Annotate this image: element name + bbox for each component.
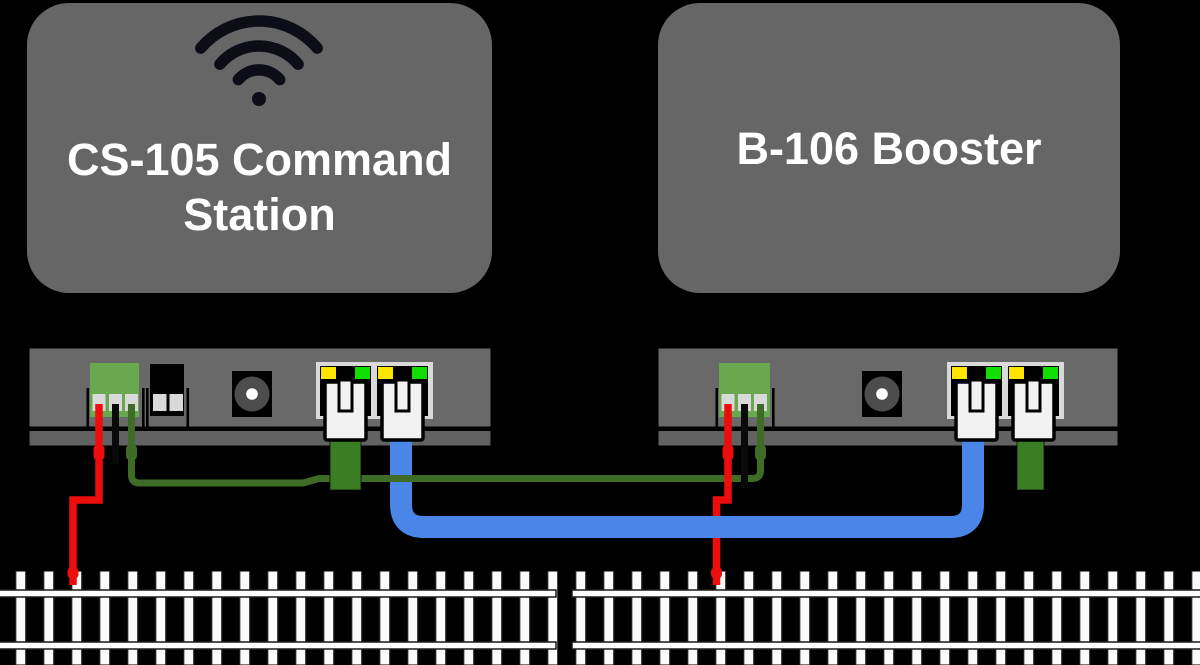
b106-label: B-106 Booster (736, 123, 1041, 174)
aux-connector (146, 364, 190, 428)
rail-top (0, 589, 557, 598)
dc-power-jack (862, 371, 902, 417)
aux-slot (169, 394, 183, 411)
panel-edge-strip (26, 428, 494, 449)
rail-bottom (0, 641, 557, 650)
track-ties (574, 571, 1200, 665)
dc-power-jack (232, 371, 272, 417)
led-green (355, 367, 370, 379)
wifi-icon (195, 15, 323, 106)
track-section-1 (0, 571, 558, 665)
cs105-label-line1: CS-105 Command (67, 134, 452, 185)
aux-slot (153, 394, 167, 411)
led-yellow (321, 367, 336, 379)
box-background (27, 3, 492, 293)
cs105-label-line2: Station (183, 189, 336, 240)
box-background (658, 3, 1120, 293)
rail-bottom (571, 641, 1200, 650)
track-section-2 (571, 571, 1200, 665)
red-feeder-cs105 (67, 404, 105, 585)
rj-plug (1011, 378, 1056, 442)
cs105-box: CS-105 Command Station (27, 3, 492, 293)
rail-top (571, 589, 1200, 598)
led-yellow (952, 367, 967, 379)
green-wire-exit-cap (755, 445, 766, 460)
rj-plug (323, 378, 368, 442)
led-green (1043, 367, 1058, 379)
green-cable-stub (329, 438, 362, 491)
green-wire-exit-cap (126, 445, 137, 460)
b106-box: B-106 Booster (658, 3, 1120, 293)
led-yellow (378, 367, 393, 379)
rj-plug (954, 378, 999, 442)
green-cable-stub (1016, 438, 1045, 491)
blue-cable (390, 437, 984, 538)
led-yellow (1009, 367, 1024, 379)
red-feeder-b106 (711, 404, 734, 585)
led-green (986, 367, 1001, 379)
green-wire (128, 404, 764, 487)
led-green (412, 367, 427, 379)
track-ties (14, 571, 558, 665)
panel-edge-strip (655, 428, 1121, 449)
rj-plug (380, 378, 425, 442)
